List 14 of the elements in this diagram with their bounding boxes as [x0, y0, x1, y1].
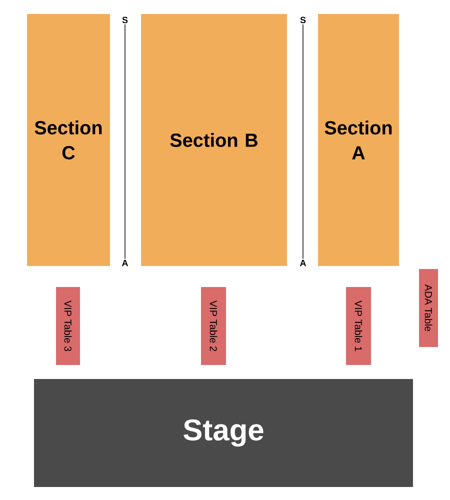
row-range-line: [302, 24, 304, 260]
row-letter: S: [300, 16, 306, 24]
table-block: ADA Table: [419, 269, 438, 347]
seating-section: Section A: [318, 14, 399, 266]
seating-section: Section C: [27, 14, 110, 266]
table-block: VIP Table 2: [201, 287, 226, 365]
row-letter: A: [300, 260, 306, 266]
stage-block: Stage: [34, 379, 413, 487]
table-block: VIP Table 1: [346, 287, 371, 365]
row-letter: S: [122, 16, 128, 24]
row-letter: A: [122, 260, 128, 266]
table-block: VIP Table 3: [56, 287, 80, 365]
seating-section: Section B: [141, 14, 287, 266]
row-range-line: [124, 24, 126, 260]
